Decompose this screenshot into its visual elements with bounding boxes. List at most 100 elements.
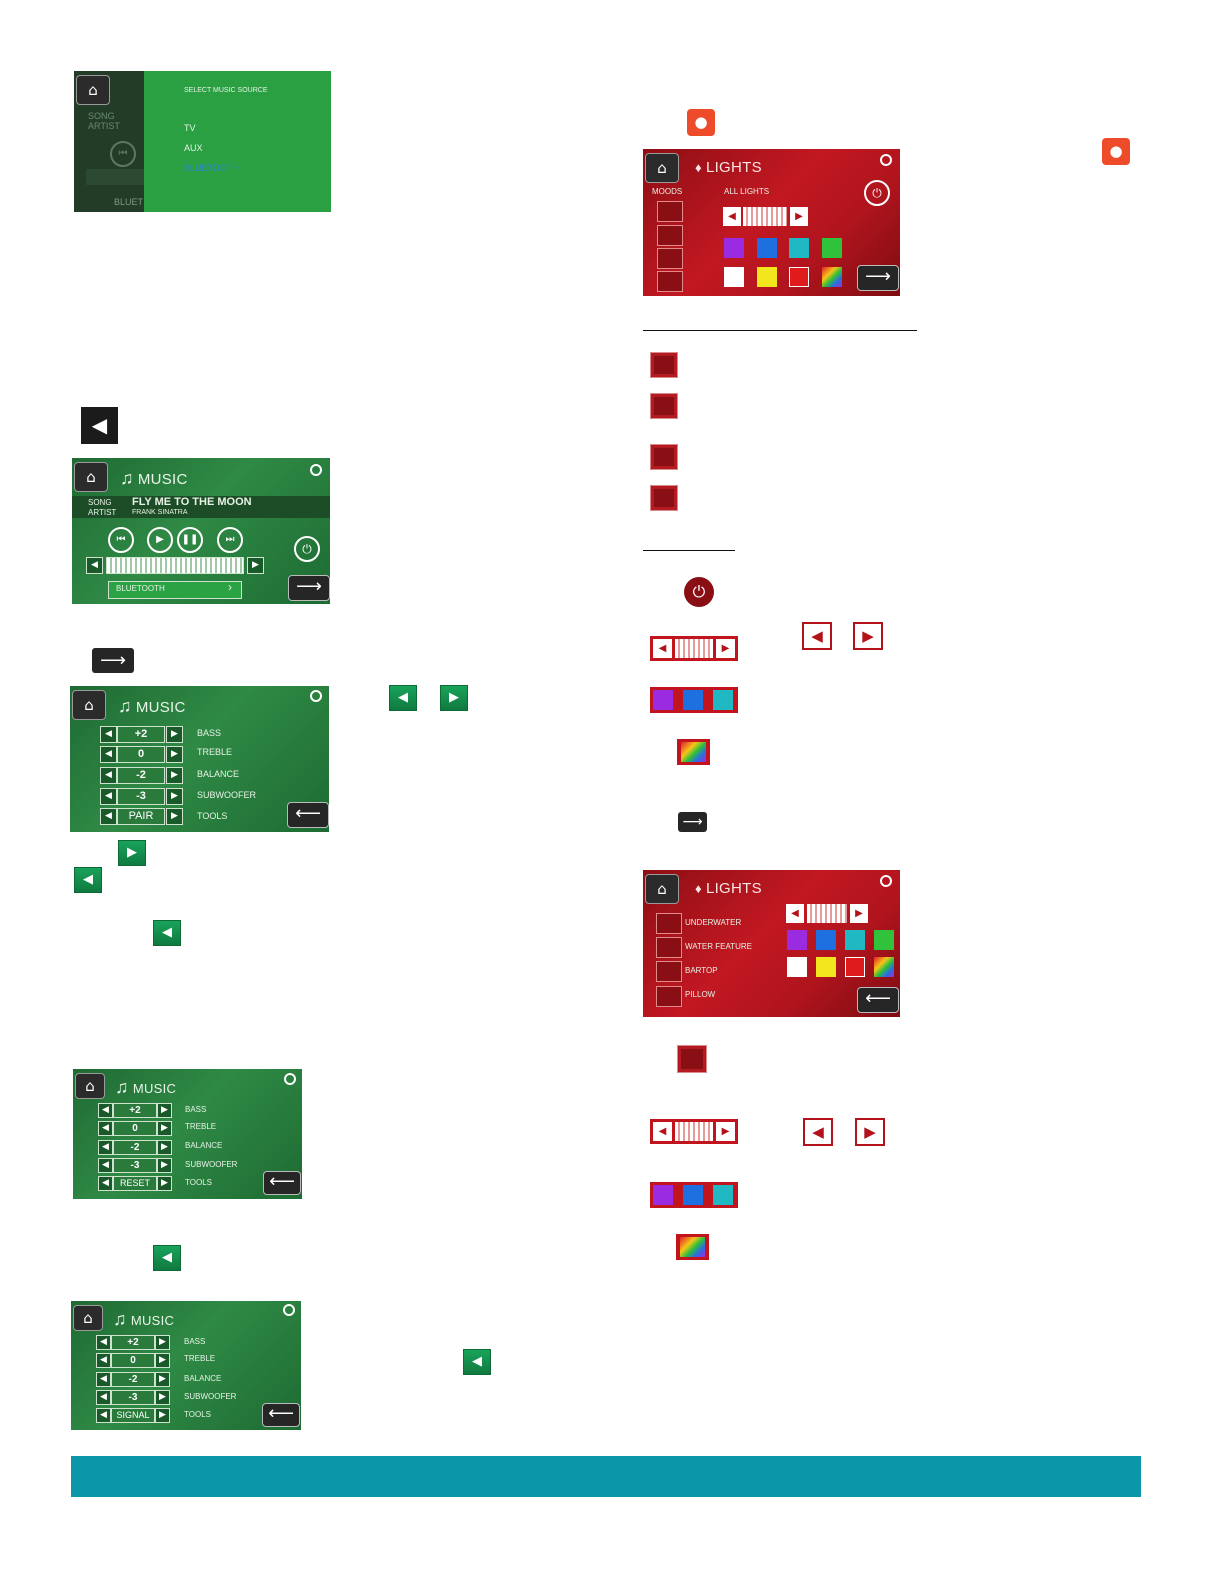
volume-down-button[interactable]: ◀: [86, 557, 103, 574]
subwoofer-down[interactable]: ◀: [96, 1390, 111, 1405]
power-button[interactable]: ⏻: [864, 180, 890, 206]
zone-button-4[interactable]: [656, 986, 682, 1007]
treble-down[interactable]: ◀: [98, 1121, 113, 1136]
color-cycle-swatch[interactable]: [874, 957, 894, 977]
home-button[interactable]: ⌂: [645, 153, 679, 183]
bass-up[interactable]: ▶: [166, 726, 183, 743]
dim-up-button[interactable]: ▶: [790, 207, 808, 226]
left-arrow-icon: ◀: [653, 1122, 672, 1141]
brightness-slider[interactable]: [743, 207, 787, 226]
source-option-aux[interactable]: AUX: [184, 143, 203, 153]
bass-down[interactable]: ◀: [100, 726, 117, 743]
zone-label-1: UNDERWATER: [685, 918, 742, 927]
color-blue-swatch[interactable]: [816, 930, 836, 950]
tools-down[interactable]: ◀: [100, 808, 117, 825]
home-button[interactable]: ⌂: [645, 874, 679, 904]
mood-button-3[interactable]: [657, 248, 683, 269]
zone-button-2[interactable]: [656, 937, 682, 958]
settings-icon[interactable]: [283, 1304, 295, 1316]
dim-up-button[interactable]: ▶: [850, 904, 868, 923]
subwoofer-down[interactable]: ◀: [100, 788, 117, 805]
forward-button[interactable]: ⟶: [857, 265, 899, 291]
subwoofer-down[interactable]: ◀: [98, 1158, 113, 1173]
forward-button[interactable]: ⟶: [288, 575, 330, 601]
home-button[interactable]: ⌂: [76, 75, 110, 105]
balance-label: BALANCE: [184, 1374, 222, 1383]
settings-icon[interactable]: [880, 875, 892, 887]
back-button[interactable]: ⟵: [287, 802, 329, 828]
next-track-button[interactable]: ⏭: [217, 527, 243, 553]
color-red-swatch[interactable]: [789, 267, 809, 287]
subwoofer-up[interactable]: ▶: [155, 1390, 170, 1405]
color-green-swatch[interactable]: [822, 238, 842, 258]
volume-up-button[interactable]: ▶: [247, 557, 264, 574]
pause-button[interactable]: ❚❚: [177, 527, 203, 553]
left-arrow-icon: ◀: [153, 920, 181, 946]
home-button[interactable]: ⌂: [72, 690, 106, 720]
subwoofer-up[interactable]: ▶: [166, 788, 183, 805]
color-white-swatch[interactable]: [724, 267, 744, 287]
tools-up[interactable]: ▶: [157, 1176, 172, 1191]
balance-up[interactable]: ▶: [166, 767, 183, 784]
dim-down-button[interactable]: ◀: [723, 207, 741, 226]
zone-button-1[interactable]: [656, 913, 682, 934]
dim-down-button[interactable]: ◀: [786, 904, 804, 923]
back-button[interactable]: ⟵: [262, 1403, 300, 1427]
color-teal-swatch[interactable]: [789, 238, 809, 258]
back-button[interactable]: ⟵: [263, 1171, 301, 1195]
mood-button-2[interactable]: [657, 225, 683, 246]
mood-button-1[interactable]: [657, 201, 683, 222]
source-option-bluetooth[interactable]: BLUETOOTH: [184, 163, 239, 173]
play-button[interactable]: ▶: [147, 527, 173, 553]
color-cycle-swatch[interactable]: [822, 267, 842, 287]
bass-down[interactable]: ◀: [96, 1335, 111, 1350]
bass-down[interactable]: ◀: [98, 1103, 113, 1118]
chevron-right-icon: ›: [228, 580, 232, 594]
color-purple-swatch[interactable]: [724, 238, 744, 258]
tools-up[interactable]: ▶: [155, 1408, 170, 1423]
treble-down[interactable]: ◀: [100, 746, 117, 763]
tools-down[interactable]: ◀: [96, 1408, 111, 1423]
home-button[interactable]: ⌂: [74, 462, 108, 492]
teal-swatch-icon: [713, 690, 733, 710]
screen-title: ♫MUSIC: [118, 696, 186, 716]
volume-slider[interactable]: [106, 557, 244, 574]
home-button[interactable]: ⌂: [73, 1305, 103, 1331]
source-option-tv[interactable]: TV: [184, 123, 196, 133]
color-green-swatch[interactable]: [874, 930, 894, 950]
balance-up[interactable]: ▶: [157, 1140, 172, 1155]
color-yellow-swatch[interactable]: [816, 957, 836, 977]
subwoofer-up[interactable]: ▶: [157, 1158, 172, 1173]
bass-up[interactable]: ▶: [155, 1335, 170, 1350]
tools-up[interactable]: ▶: [166, 808, 183, 825]
mood-button-4[interactable]: [657, 271, 683, 292]
source-label-dim: BLUET: [114, 197, 144, 207]
home-button[interactable]: ⌂: [75, 1073, 105, 1099]
power-button[interactable]: ⏻: [294, 536, 320, 562]
settings-icon[interactable]: [880, 154, 892, 166]
settings-icon[interactable]: [310, 690, 322, 702]
treble-up[interactable]: ▶: [157, 1121, 172, 1136]
treble-up[interactable]: ▶: [166, 746, 183, 763]
color-red-swatch[interactable]: [845, 957, 865, 977]
previous-track-button[interactable]: ⏮: [108, 527, 134, 553]
treble-up[interactable]: ▶: [155, 1353, 170, 1368]
balance-up[interactable]: ▶: [155, 1372, 170, 1387]
zone-button-3[interactable]: [656, 961, 682, 982]
settings-icon[interactable]: [310, 464, 322, 476]
color-white-swatch[interactable]: [787, 957, 807, 977]
color-yellow-swatch[interactable]: [757, 267, 777, 287]
bass-up[interactable]: ▶: [157, 1103, 172, 1118]
color-teal-swatch[interactable]: [845, 930, 865, 950]
balance-down[interactable]: ◀: [98, 1140, 113, 1155]
settings-icon[interactable]: [284, 1073, 296, 1085]
tools-down[interactable]: ◀: [98, 1176, 113, 1191]
brightness-slider[interactable]: [807, 904, 847, 923]
color-purple-swatch[interactable]: [787, 930, 807, 950]
source-selector[interactable]: [108, 581, 242, 599]
balance-down[interactable]: ◀: [96, 1372, 111, 1387]
treble-down[interactable]: ◀: [96, 1353, 111, 1368]
balance-down[interactable]: ◀: [100, 767, 117, 784]
color-blue-swatch[interactable]: [757, 238, 777, 258]
back-button[interactable]: ⟵: [857, 987, 899, 1013]
